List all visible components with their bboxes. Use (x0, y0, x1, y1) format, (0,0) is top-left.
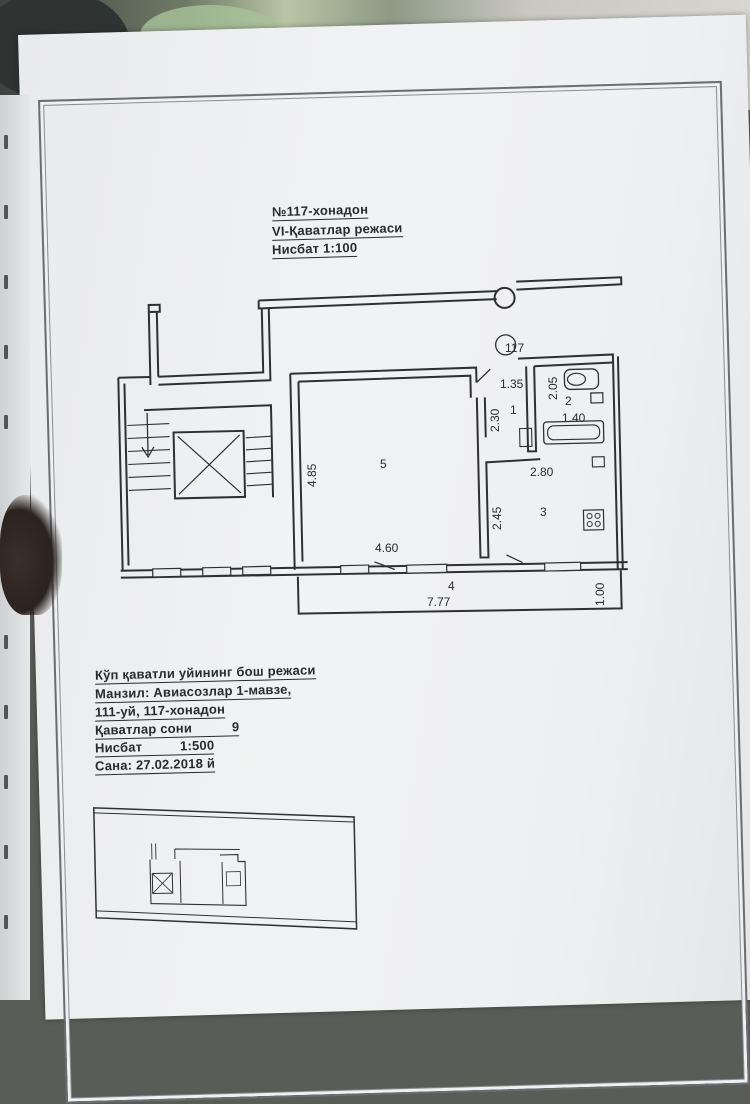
floors-count: Қаватлар сони 9 (94, 719, 240, 740)
site-plan-frame (93, 807, 358, 930)
apartment-marker (495, 334, 517, 356)
room-1-label: 1 (510, 403, 517, 417)
dim-1-40: 1.40 (562, 411, 586, 425)
finger (0, 495, 62, 615)
apartment-marker-label: 117 (505, 341, 524, 355)
floors-value: 9 (231, 719, 240, 735)
room-5-label: 5 (380, 457, 387, 471)
dim-4-60: 4.60 (375, 541, 399, 555)
dim-1-00: 1.00 (593, 582, 607, 606)
document-date: Сана: 27.02.2018 й (94, 755, 216, 776)
address-line-2: 111-уй, 117-хонадон (94, 701, 226, 722)
site-scale-value: 1:500 (179, 737, 215, 754)
room-2-label: 2 (565, 394, 572, 408)
dim-1-35: 1.35 (500, 377, 524, 391)
site-scale-label: Нисбат (94, 739, 143, 756)
room-4-label: 4 (448, 579, 455, 593)
dim-2-45: 2.45 (490, 506, 504, 530)
floor-plan: 117 5 1 2 3 4 1.35 2.05 1.40 2.30 2.80 4… (93, 276, 628, 930)
dim-7-77: 7.77 (427, 595, 451, 609)
dim-2-30: 2.30 (488, 408, 502, 432)
site-scale: Нисбат 1:500 (94, 737, 215, 758)
column (493, 286, 516, 309)
dim-2-05: 2.05 (546, 376, 560, 400)
dim-2-80: 2.80 (530, 465, 554, 479)
room-3-label: 3 (540, 505, 547, 519)
dim-4-85: 4.85 (305, 463, 319, 487)
floors-label: Қаватлар сони (94, 720, 193, 738)
